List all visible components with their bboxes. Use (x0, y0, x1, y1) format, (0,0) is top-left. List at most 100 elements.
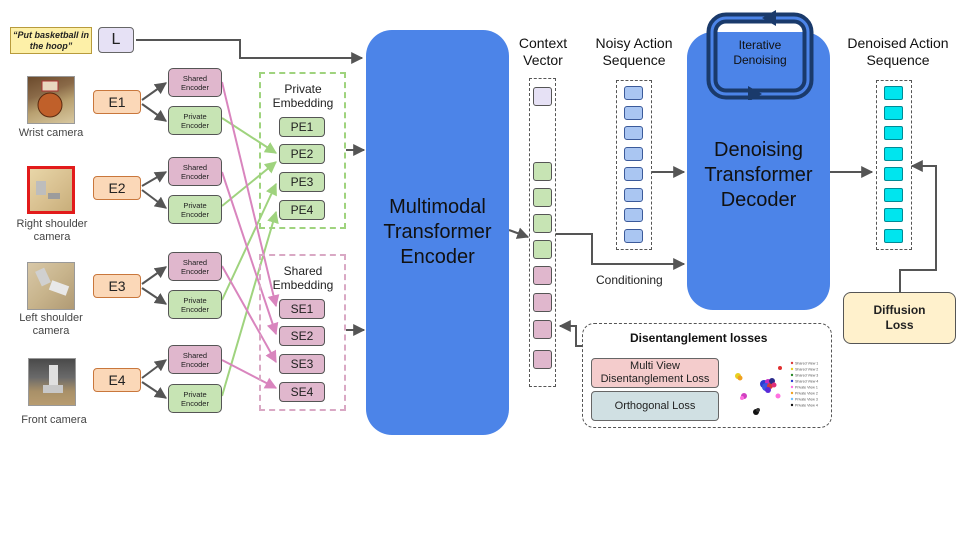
encoder-e4: E4 (93, 368, 141, 392)
arrow-conditioning (556, 233, 686, 270)
noisy-cell (624, 229, 643, 243)
green-arrow-1 (221, 117, 278, 154)
context-cell-shared-4 (533, 350, 552, 369)
denoised-cell (884, 86, 903, 100)
noisy-cell (624, 188, 643, 202)
arrow-diffusion-loss (899, 160, 937, 292)
arrow-e1-shared (141, 82, 167, 101)
arrow-e2-private (141, 189, 167, 209)
se-3-label: SE3 (290, 357, 314, 371)
arrow-e4-private (141, 381, 167, 399)
orthogonal-loss-label: Orthogonal Loss (614, 399, 696, 412)
encoder-e4-label: E4 (108, 372, 126, 388)
encoder-e1-label: E1 (108, 94, 126, 110)
se-4: SE4 (279, 382, 325, 402)
se-1-label: SE1 (290, 302, 314, 316)
noisy-cell (624, 106, 643, 120)
camera-label-2: Right shoulder camera (16, 218, 88, 243)
private-encoder-3: Private Encoder (168, 290, 222, 319)
language-token-label: L (111, 31, 121, 48)
shared-encoder-3: Shared Encoder (168, 252, 222, 281)
denoised-cell (884, 106, 903, 120)
shared-encoder-2-label: Shared Encoder (181, 162, 209, 181)
denoised-cell (884, 188, 903, 202)
noisy-cell (624, 86, 643, 100)
pe-1: PE1 (279, 117, 325, 137)
arrow-e2-shared (141, 171, 168, 187)
pe-3-label: PE3 (290, 175, 314, 189)
noisy-cell (624, 208, 643, 222)
robot-arm-icon-3 (43, 365, 63, 393)
camera-label-3: Left shoulder camera (19, 312, 83, 337)
private-embedding-group (259, 72, 346, 229)
shared-encoder-2: Shared Encoder (168, 157, 222, 186)
wrist-camera-image (27, 76, 75, 124)
iterative-denoising-loop (706, 10, 814, 100)
context-cell-private-4 (533, 240, 552, 259)
instruction-text: “Put basketball in the hoop” (12, 29, 90, 51)
context-cell-shared-1 (533, 266, 552, 285)
denoised-action-label: Denoised Action Sequence (847, 35, 949, 68)
context-cell-shared-3 (533, 320, 552, 339)
noisy-cell (624, 147, 643, 161)
right-shoulder-camera-image (27, 166, 75, 214)
multiview-loss-box: Multi View Disentanglement Loss (591, 358, 719, 388)
context-cell-private-3 (533, 214, 552, 233)
private-encoder-2: Private Encoder (168, 195, 222, 224)
pink-arrow-1 (221, 81, 280, 308)
arrow-disentangle-to-context (558, 320, 582, 347)
shared-encoder-1-label: Shared Encoder (181, 73, 209, 92)
se-1: SE1 (279, 299, 325, 319)
arrow-encoder-to-context (508, 227, 530, 239)
left-shoulder-camera-image (27, 262, 75, 310)
denoised-cell (884, 208, 903, 222)
pe-1-label: PE1 (290, 120, 314, 134)
multimodal-encoder-label: Multimodal Transformer Encoder (383, 196, 492, 268)
language-token: L (98, 27, 134, 53)
denoised-cell (884, 147, 903, 161)
robot-arm-icon-2 (35, 267, 70, 296)
context-vector (529, 78, 556, 387)
private-embedding-title: Private Embedding (272, 82, 334, 110)
scatter-cluster-shared (760, 378, 777, 393)
diffusion-loss-box: Diffusion Loss (843, 292, 956, 344)
camera-label-4: Front camera (21, 414, 87, 426)
pink-arrow-2 (221, 171, 279, 336)
disentanglement-losses-panel (582, 323, 832, 428)
arrow-e4-shared (141, 359, 167, 379)
encoder-e2-label: E2 (108, 180, 126, 196)
svg-text:Shared View 3: Shared View 3 (795, 374, 818, 378)
context-vector-label: Context Vector (518, 35, 568, 68)
robot-arm-icon (36, 181, 60, 199)
noisy-cell (624, 167, 643, 181)
basketball-icon (37, 80, 63, 118)
encoder-e3: E3 (93, 274, 141, 298)
se-3: SE3 (279, 354, 325, 374)
context-cell-lang (533, 87, 552, 106)
shared-embedding-group (259, 254, 346, 411)
context-cell-shared-2 (533, 293, 552, 312)
camera-label-1: Wrist camera (18, 127, 84, 139)
decoder-label: Denoising Transformer Decoder (704, 138, 813, 211)
svg-text:Private View 1: Private View 1 (795, 386, 818, 390)
arrow-lang-to-encoder (136, 39, 364, 64)
private-encoder-3-label: Private Encoder (181, 295, 209, 314)
noisy-cell (624, 126, 643, 140)
shared-encoder-1: Shared Encoder (168, 68, 222, 97)
se-4-label: SE4 (290, 385, 314, 399)
svg-text:Private View 4: Private View 4 (795, 404, 818, 408)
shared-encoder-4-label: Shared Encoder (181, 350, 209, 369)
pe-4: PE4 (279, 200, 325, 220)
encoder-e3-label: E3 (108, 278, 126, 294)
se-2-label: SE2 (290, 329, 314, 343)
scatter-legend: Shared View 1 Shared View 2 Shared View … (790, 362, 818, 408)
pink-arrow-4 (221, 359, 278, 389)
context-cell-private-2 (533, 188, 552, 207)
noisy-action-sequence (616, 80, 652, 250)
disentanglement-title: Disentanglement losses (630, 331, 768, 345)
conditioning-label: Conditioning (596, 273, 663, 287)
denoised-cell (884, 229, 903, 243)
context-cell-private-1 (533, 162, 552, 181)
